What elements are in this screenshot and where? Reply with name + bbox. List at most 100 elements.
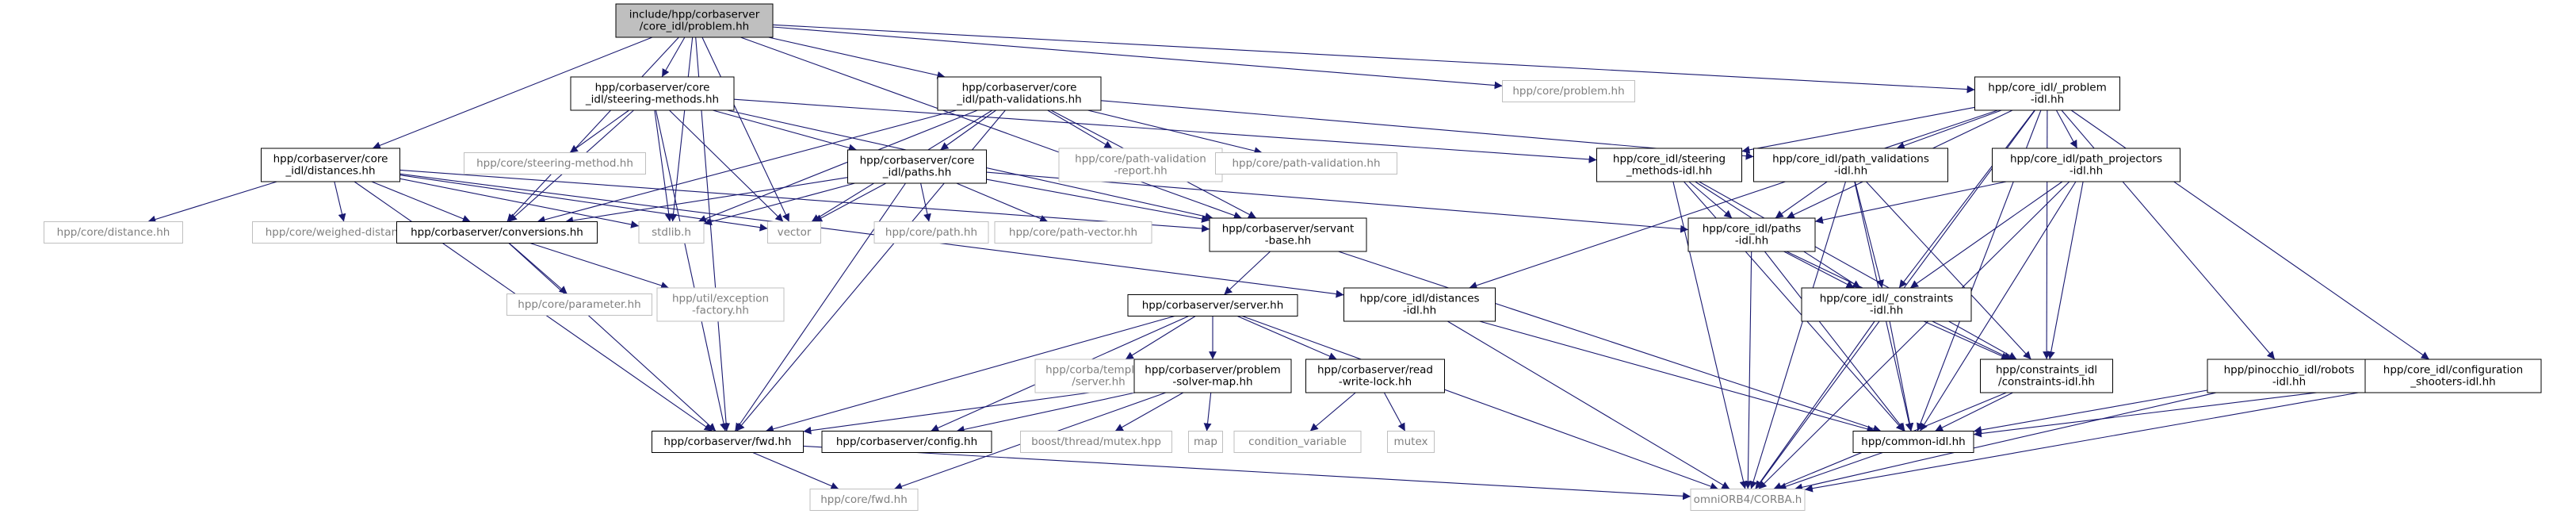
node-condvar: condition_variable: [1233, 431, 1362, 453]
node-fwd[interactable]: hpp/corbaserver/fwd.hh: [652, 431, 804, 453]
node-box-idlsteer: [1596, 148, 1742, 182]
node-box-server: [1127, 294, 1298, 316]
node-box-config: [821, 431, 992, 453]
node-label-dist-line-0: hpp/corbaserver/core: [273, 153, 388, 166]
node-box-considl: [1980, 359, 2113, 393]
include-edge-fwd-to-omni: [803, 445, 1691, 501]
include-edge-idlprob-to-idldist: [1469, 109, 1998, 290]
include-edge-dist-to-stdlib: [399, 178, 640, 228]
node-steer[interactable]: hpp/corbaserver/core_idl/steering-method…: [570, 76, 735, 111]
node-label-pvreport-line-0: hpp/core/path-validation: [1075, 153, 1206, 166]
node-pathvec: hpp/core/path-vector.hh: [994, 221, 1152, 244]
node-box-idlcons: [1801, 287, 1972, 322]
node-label-condvar-line-0: condition_variable: [1248, 435, 1347, 448]
include-edge-dist-to-idldist: [399, 173, 1344, 298]
node-root[interactable]: include/hpp/corbaserver/core_idl/problem…: [615, 3, 774, 38]
include-edge-idlpaths-to-omni: [1744, 251, 1752, 489]
node-label-idlpaths-line-1: -idl.hh: [1735, 235, 1768, 247]
node-label-steermeth-line-0: hpp/core/steering-method.hh: [476, 157, 633, 170]
node-psmap[interactable]: hpp/corbaserver/problem-solver-map.hh: [1133, 359, 1292, 393]
include-edge-idlproj-to-considl: [2047, 181, 2084, 360]
include-edge-idlpathval-to-omni: [1749, 181, 1847, 489]
include-edge-pinoc-to-common: [1973, 389, 2208, 434]
node-paths[interactable]: hpp/corbaserver/core_idl/paths.hh: [847, 149, 987, 184]
node-label-omni-line-0: omniORB4/CORBA.h: [1694, 493, 1802, 506]
include-edge-conv-to-param: [509, 243, 568, 294]
node-label-server-line-0: hpp/corbaserver/server.hh: [1142, 299, 1284, 312]
node-rwlock[interactable]: hpp/corbaserver/read-write-lock.hh: [1305, 359, 1445, 393]
include-edge-root-to-stdlib: [669, 36, 694, 222]
node-box-pvreport: [1058, 148, 1223, 182]
node-label-idlpathval-line-1: -idl.hh: [1834, 165, 1867, 178]
include-edge-idlsteer-to-idlpaths: [1688, 181, 1733, 219]
node-label-excfact-line-0: hpp/util/exception: [672, 293, 769, 305]
include-edge-dist-to-distancehh: [147, 181, 277, 224]
include-edge-root-to-probhh: [772, 26, 1503, 90]
node-idlcons[interactable]: hpp/core_idl/_constraints-idl.hh: [1801, 287, 1972, 322]
include-edge-idlcons-to-considl: [1923, 320, 2010, 360]
node-box-pathvec: [994, 221, 1152, 244]
include-edge-pathval-to-pvreport: [1047, 109, 1113, 149]
node-idldist[interactable]: hpp/core_idl/distances-idl.hh: [1343, 287, 1496, 322]
node-label-rwlock-line-1: -write-lock.hh: [1339, 376, 1412, 389]
node-box-mutexhpp: [1020, 431, 1172, 453]
node-label-cfgshoot-line-0: hpp/core_idl/configuration: [2383, 364, 2523, 377]
include-edge-idlproj-to-idlpaths: [1814, 181, 2007, 224]
node-probhh: hpp/core/problem.hh: [1502, 80, 1635, 102]
node-idlprob[interactable]: hpp/core_idl/_problem-idl.hh: [1974, 76, 2120, 111]
node-label-idlcons-line-1: -idl.hh: [1870, 305, 1903, 317]
include-edge-servant-to-server: [1224, 251, 1271, 295]
node-box-cfgshoot: [2364, 359, 2542, 393]
node-box-conv: [396, 221, 598, 244]
node-dist[interactable]: hpp/corbaserver/core_idl/distances.hh: [261, 148, 400, 182]
node-mutex: mutex: [1387, 431, 1435, 453]
node-idlsteer[interactable]: hpp/core_idl/steering_methods-idl.hh: [1596, 148, 1742, 182]
node-label-pathvalhh-line-0: hpp/core/path-validation.hh: [1232, 157, 1380, 170]
include-edge-idlpaths-to-common: [1764, 251, 1905, 432]
node-conv[interactable]: hpp/corbaserver/conversions.hh: [396, 221, 598, 244]
node-pathval[interactable]: hpp/corbaserver/core_idl/path-validation…: [937, 76, 1102, 111]
node-servant[interactable]: hpp/corbaserver/servant-base.hh: [1209, 217, 1367, 252]
node-label-mutexhpp-line-0: boost/thread/mutex.hpp: [1031, 435, 1161, 448]
include-edge-server-to-rwlock: [1236, 315, 1337, 360]
node-pathhh: hpp/core/path.hh: [873, 221, 989, 244]
include-edge-steer-to-fwd: [655, 109, 728, 432]
node-stdlib: stdlib.h: [638, 221, 705, 244]
include-edge-idlpathval-to-idlcons: [1854, 181, 1884, 289]
node-label-servant-line-1: -base.hh: [1265, 235, 1311, 247]
node-box-excfact: [656, 287, 785, 322]
node-label-root-line-0: include/hpp/corbaserver: [629, 9, 760, 21]
node-config[interactable]: hpp/corbaserver/config.hh: [821, 431, 992, 453]
node-common[interactable]: hpp/common-idl.hh: [1852, 431, 1974, 453]
node-label-pvreport-line-1: -report.hh: [1114, 165, 1168, 178]
node-server[interactable]: hpp/corbaserver/server.hh: [1127, 294, 1298, 316]
node-param: hpp/core/parameter.hh: [506, 293, 652, 316]
include-edge-pathval-to-conv: [537, 109, 957, 224]
node-idlpaths[interactable]: hpp/core_idl/paths-idl.hh: [1687, 217, 1816, 252]
node-box-steer: [570, 76, 735, 111]
node-box-dist: [261, 148, 400, 182]
include-edge-paths-to-vector: [813, 182, 887, 222]
node-cfgshoot[interactable]: hpp/core_idl/configuration_shooters-idl.…: [2364, 359, 2542, 393]
node-pinoc[interactable]: hpp/pinocchio_idl/robots-idl.hh: [2207, 359, 2372, 393]
include-edge-steer-to-vector: [669, 109, 784, 222]
node-label-pathhh-line-0: hpp/core/path.hh: [885, 226, 977, 239]
node-label-servant-line-0: hpp/corbaserver/servant: [1222, 223, 1355, 236]
node-idlproj[interactable]: hpp/core_idl/path_projectors-idl.hh: [1992, 148, 2180, 182]
node-label-root-line-1: /core_idl/problem.hh: [640, 21, 749, 33]
node-omni: omniORB4/CORBA.h: [1690, 489, 1806, 511]
include-edge-idlprob-to-idlproj: [2055, 109, 2078, 149]
include-edge-conv-to-excfact: [529, 242, 670, 290]
node-pvreport: hpp/core/path-validation-report.hh: [1058, 148, 1223, 182]
node-label-map-line-0: map: [1194, 435, 1217, 448]
node-label-conv-line-0: hpp/corbaserver/conversions.hh: [411, 226, 583, 239]
node-considl[interactable]: hpp/constraints_idl/constraints-idl.hh: [1980, 359, 2113, 393]
include-edge-cfgshoot-to-omni: [1804, 390, 2366, 493]
node-label-config-line-0: hpp/corbaserver/config.hh: [836, 435, 977, 448]
include-edge-steer-to-steermeth: [569, 109, 629, 153]
include-edge-paths-to-pathvec: [956, 182, 1049, 223]
node-label-mutex-line-0: mutex: [1393, 435, 1428, 448]
node-label-cfgshoot-line-1: _shooters-idl.hh: [2410, 376, 2495, 389]
node-idlpathval[interactable]: hpp/core_idl/path_validations-idl.hh: [1753, 148, 1948, 182]
include-edge-idlpaths-to-idlcons: [1783, 251, 1855, 289]
